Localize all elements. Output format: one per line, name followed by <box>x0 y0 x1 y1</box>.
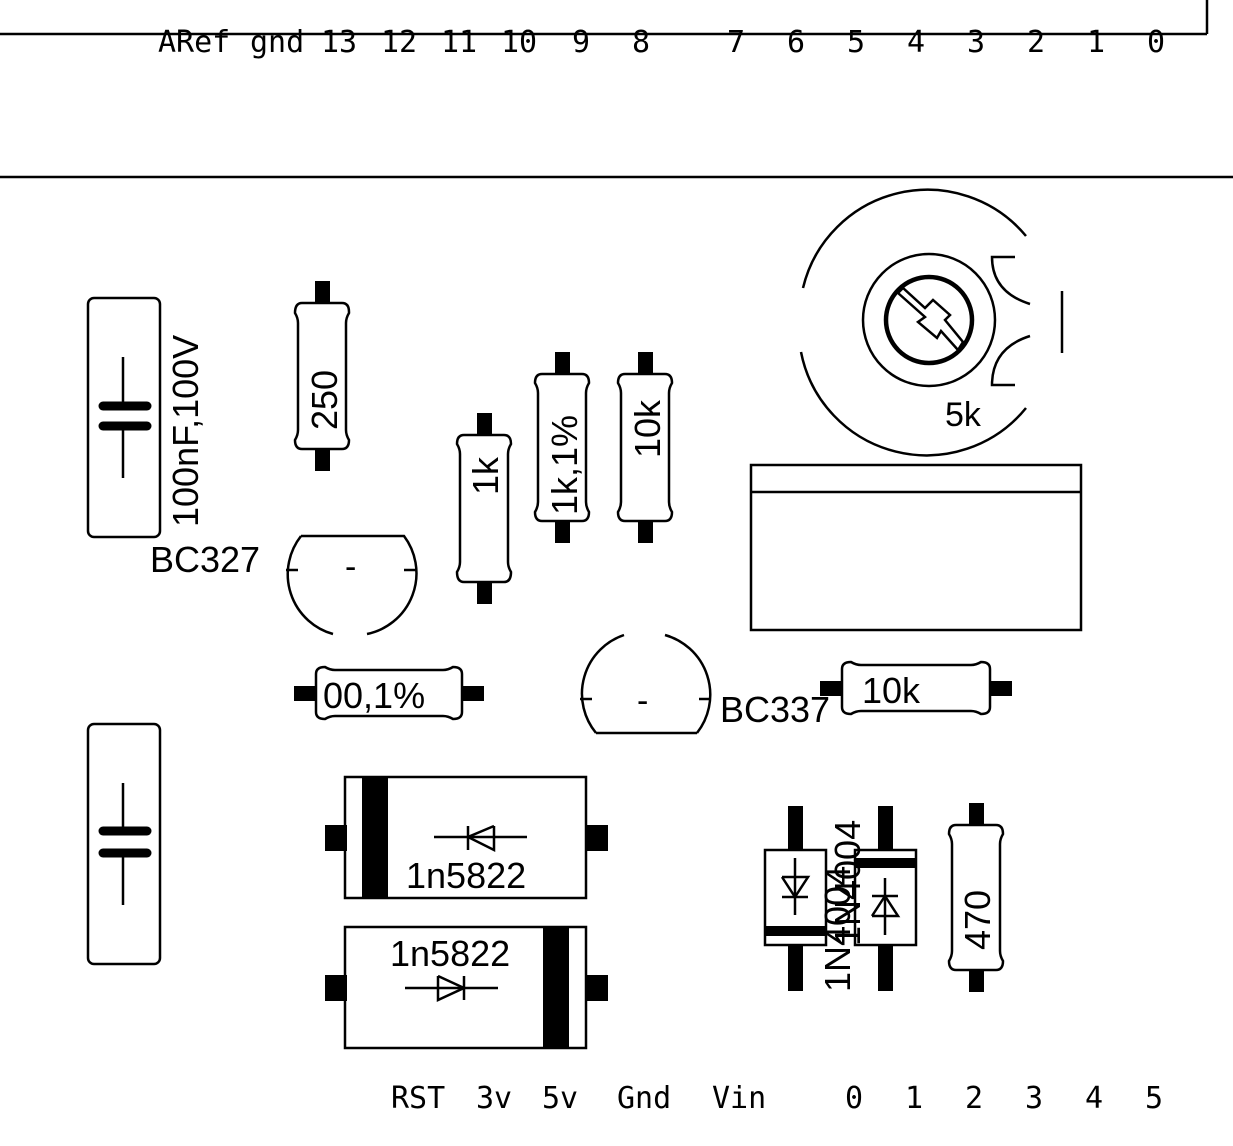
diode-label: 1N4004 <box>827 820 868 946</box>
capacitor-bottom <box>86 722 162 966</box>
diode-label: 1N4004 <box>817 866 858 992</box>
pin-label-rst: RST <box>391 1081 445 1116</box>
pin-label-a3: 3 <box>1025 1081 1043 1116</box>
transistor-dash: - <box>345 548 356 586</box>
resistor-label: 1k <box>465 456 506 495</box>
transistor-bc327: BC327 - <box>150 534 418 636</box>
resistor-1k: 1k <box>455 413 513 604</box>
pin-label-0: 0 <box>1147 25 1165 60</box>
diode-1n4004-right: 1N4004 <box>827 806 918 991</box>
resistor-250: 250 <box>293 281 351 471</box>
resistor-1k-1pct: 1k,1% <box>533 352 591 543</box>
resistor-10k-horizontal: 10k <box>820 660 1012 716</box>
board-outline <box>0 0 1233 179</box>
pin-label-4: 4 <box>907 25 925 60</box>
pin-label-a4: 4 <box>1085 1081 1103 1116</box>
resistor-10k-vertical: 10k <box>616 352 674 543</box>
potentiometer-label: 5k <box>945 396 982 434</box>
resistor-100-1pct: 00,1% <box>294 665 484 721</box>
pin-label-a0: 0 <box>845 1081 863 1116</box>
transistor-label: BC337 <box>720 689 830 730</box>
pin-label-9: 9 <box>572 25 590 60</box>
capacitor-100nf: 100nF,100V <box>86 296 206 539</box>
resistor-label: 470 <box>957 890 998 950</box>
pin-label-13: 13 <box>321 25 357 60</box>
diode-label: 1n5822 <box>406 855 526 896</box>
pin-label-vin: Vin <box>712 1081 766 1116</box>
resistor-label: 250 <box>304 370 345 430</box>
pin-label-2: 2 <box>1027 25 1045 60</box>
diode-1n4004-left: 1N4004 <box>763 806 858 992</box>
pin-label-gnd: Gnd <box>617 1081 671 1116</box>
resistor-label: 10k <box>862 670 921 711</box>
transistor-dash: - <box>637 682 648 720</box>
potentiometer-5k: 5k <box>799 188 1064 457</box>
capacitor-label: 100nF,100V <box>165 335 206 527</box>
diode-1n5822-top: 1n5822 <box>325 775 608 900</box>
pin-label-5: 5 <box>847 25 865 60</box>
pin-label-8: 8 <box>632 25 650 60</box>
pin-label-11: 11 <box>441 25 477 60</box>
pin-label-7: 7 <box>727 25 745 60</box>
module-block <box>749 463 1083 632</box>
pin-label-1: 1 <box>1087 25 1105 60</box>
pin-label-a5: 5 <box>1145 1081 1163 1116</box>
diode-1n5822-bottom: 1n5822 <box>325 925 608 1050</box>
bottom-header: RST 3v 5v Gnd Vin 0 1 2 3 4 5 <box>391 1081 1163 1116</box>
resistor-label: 00,1% <box>323 675 425 716</box>
resistor-label: 10k <box>627 399 668 458</box>
pin-label-5v: 5v <box>542 1081 578 1116</box>
pin-label-10: 10 <box>501 25 537 60</box>
pin-label-a2: 2 <box>965 1081 983 1116</box>
pin-label-3v: 3v <box>476 1081 512 1116</box>
transistor-bc337: BC337 - <box>580 633 830 735</box>
resistor-470: 470 <box>947 803 1005 992</box>
pin-label-3: 3 <box>967 25 985 60</box>
pin-label-12: 12 <box>381 25 417 60</box>
diode-label: 1n5822 <box>390 933 510 974</box>
pin-label-gnd: gnd <box>250 25 304 60</box>
pin-label-aref: ARef <box>158 25 230 60</box>
pin-label-a1: 1 <box>905 1081 923 1116</box>
transistor-label: BC327 <box>150 539 260 580</box>
resistor-label: 1k,1% <box>544 415 585 515</box>
top-header: ARef gnd 13 12 11 10 9 8 7 6 5 4 3 2 1 0 <box>158 25 1165 60</box>
pin-label-6: 6 <box>787 25 805 60</box>
